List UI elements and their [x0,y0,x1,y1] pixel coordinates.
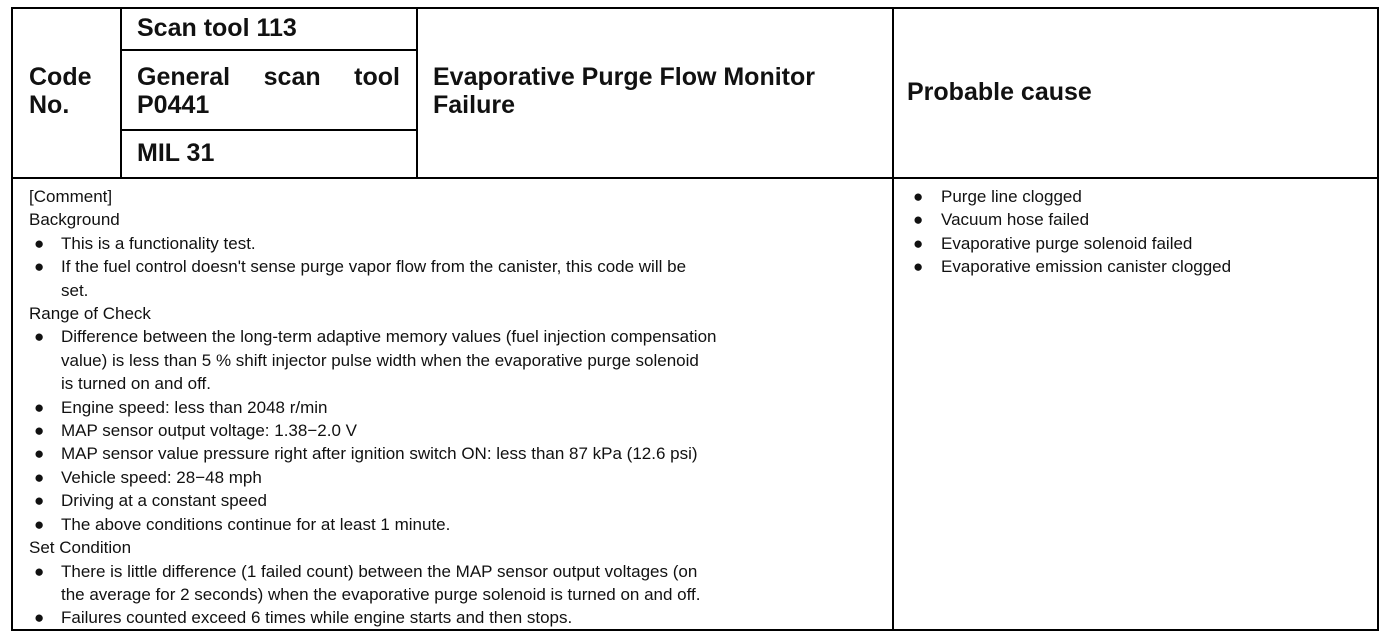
probable-cause-item: ● Evaporative purge solenoid failed [908,232,1231,255]
bullet-icon: ● [34,608,45,628]
probable-cause-item: ● Evaporative emission canister clogged [908,255,1231,278]
section-heading: [Comment] [29,187,113,206]
bullet-text: MAP sensor value pressure right after ig… [61,444,698,464]
header-divider [11,177,1379,179]
bullet-icon: ● [34,233,45,253]
bullet-text: There is little difference (1 failed cou… [61,561,698,581]
bullet-text: Difference between the long-term adaptiv… [61,327,717,347]
bullet-icon: ● [913,257,924,277]
section-heading: Background [29,210,120,230]
continuation-line: set. [61,280,89,300]
code-label-line: Code [29,63,92,91]
section-heading: Range of Check [29,304,151,324]
general-scan-tool-value: P0441 [137,91,210,119]
bullet-text: Engine speed: less than 2048 r/min [61,397,328,417]
no-label-line: No. [29,91,70,119]
probable-cause-list: ● Purge line clogged ● Vacuum hose failed ● E… [908,185,1231,279]
bullet-item: ● Driving at a constant speed [29,489,879,512]
probable-cause-text: Evaporative emission canister clogged [941,257,1232,277]
bullet-icon: ● [913,187,924,206]
bullet-icon: ● [34,327,45,347]
code-column-divider [120,7,122,178]
bullet-item: ● Engine speed: less than 2048 r/min [29,396,879,419]
probable-cause-item: ● Purge line clogged [908,185,1231,208]
probable-cause-text: Vacuum hose failed [941,210,1090,230]
bullet-icon: ● [913,210,924,230]
bullet-text: The above conditions continue for at lea… [61,514,451,534]
comment-body: [Comment] Background ● This is a functional… [29,185,879,630]
bullet-icon: ● [34,491,45,511]
mil-code: MIL 31 [137,139,215,167]
bullet-icon: ● [34,561,45,581]
probable-cause-item: ● Vacuum hose failed [908,208,1231,231]
bullet-icon: ● [34,257,45,277]
bullet-item: ● Failures counted exceed 6 times while e… [29,606,879,629]
scan-tool-divider [121,49,417,51]
bullet-icon: ● [34,444,45,464]
bullet-icon: ● [34,397,45,417]
bullet-text: Failures counted exceed 6 times while en… [61,608,573,628]
bullet-text: Driving at a constant speed [61,491,268,511]
code-no-label: Code No. [29,63,92,119]
cause-column-divider [892,7,894,631]
bullet-item: ● Difference between the long-term adapti… [29,325,879,348]
bullet-item: ● Vehicle speed: 28−48 mph [29,466,879,489]
bullet-icon: ● [913,233,924,253]
bullet-item: ● MAP sensor output voltage: 1.38−2.0 V [29,419,879,442]
general-scan-tool-code: General scan tool P0441 [137,63,400,119]
dtc-title-line: Evaporative Purge Flow Monitor [433,63,815,91]
general-scan-divider [121,129,417,131]
scan-tool-code: Scan tool 113 [137,14,297,42]
bullet-item: ● If the fuel control doesn't sense purge… [29,255,879,278]
probable-cause-text: Evaporative purge solenoid failed [941,233,1193,253]
bullet-icon: ● [34,467,45,487]
bullet-text: Vehicle speed: 28−48 mph [61,467,262,487]
bullet-item: ● MAP sensor value pressure right after i… [29,442,879,465]
bullet-item: ● There is little difference (1 failed co… [29,560,879,583]
continuation-line: the average for 2 seconds) when the evap… [61,584,701,604]
continuation-line: is turned on and off. [61,374,211,394]
bullet-text: This is a functionality test. [61,233,256,253]
bullet-icon: ● [34,421,45,441]
dtc-table [11,7,1379,631]
continuation-line: value) is less than 5 % shift injector p… [61,350,699,370]
probable-cause-text: Purge line clogged [941,187,1082,206]
scan-column-divider [416,7,418,178]
dtc-title-line: Failure [433,91,515,119]
general-scan-tool-label: General scan tool [137,63,400,91]
dtc-title: Evaporative Purge Flow Monitor Failure [433,63,815,119]
probable-cause-label: Probable cause [907,78,1092,106]
section-heading: Set Condition [29,538,132,558]
bullet-icon: ● [34,514,45,534]
bullet-item: ● The above conditions continue for at le… [29,513,879,536]
bullet-text: If the fuel control doesn't sense purge … [61,257,687,277]
bullet-text: MAP sensor output voltage: 1.38−2.0 V [61,421,357,441]
bullet-item: ● This is a functionality test. [29,232,879,255]
